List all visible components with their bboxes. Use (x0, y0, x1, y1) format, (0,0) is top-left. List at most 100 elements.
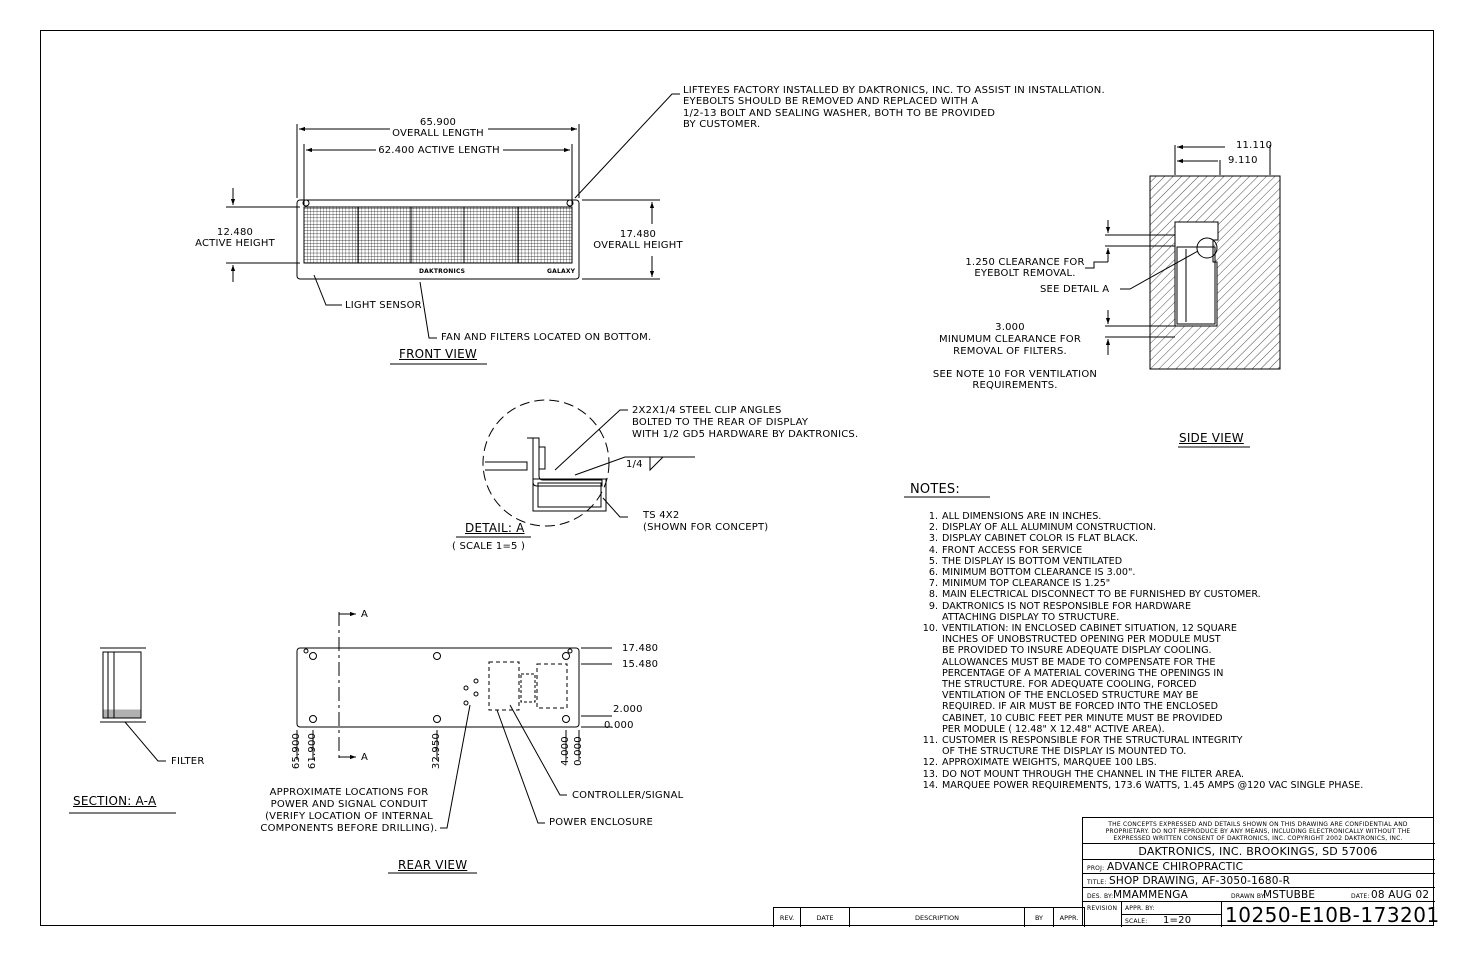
revision-label: REVISION (1087, 905, 1118, 912)
eyebolt-clearance-line-2: EYEBOLT REMOVAL. (974, 268, 1076, 279)
project-row: PROJ: ADVANCE CHIROPRACTIC (1083, 860, 1435, 874)
note-line: DO NOT MOUNT THROUGH THE CHANNEL IN THE … (942, 768, 1245, 780)
designer-label: DES. BY: (1087, 893, 1114, 900)
note-item: 9.DAKTRONICS IS NOT RESPONSIBLE FOR HARD… (928, 601, 1363, 623)
conduit-note-line-3: (VERIFY LOCATION OF INTERNAL (265, 811, 433, 822)
note-item: 1. ALL DIMENSIONS ARE IN INCHES. (928, 511, 1363, 522)
note-line: ALLOWANCES MUST BE MADE TO COMPENSATE FO… (942, 656, 1216, 668)
overall-height-value: 17.480 (619, 229, 657, 240)
note-line: THE STRUCTURE. FOR ADEQUATE COOLING, FOR… (942, 679, 1197, 691)
confidential-notice: THE CONCEPTS EXPRESSED AND DETAILS SHOWN… (1083, 818, 1435, 844)
lifteyes-note-line-4: BY CUSTOMER. (683, 119, 761, 130)
note-line: MINIMUM BOTTOM CLEARANCE IS 3.00". (942, 567, 1136, 579)
clip-note-line-2: BOLTED TO THE REAR OF DISPLAY (632, 417, 809, 428)
note-item: 4. FRONT ACCESS FOR SERVICE (928, 545, 1363, 556)
light-sensor-label: LIGHT SENSOR (345, 300, 422, 311)
notes-list: 1. ALL DIMENSIONS ARE IN INCHES.2.DISPLAY… (923, 511, 1364, 791)
filter-clearance-line-3: REMOVAL OF FILTERS. (953, 346, 1067, 357)
filter-label: FILTER (171, 756, 205, 767)
note-line: PER MODULE ( 12.48" X 12.48" ACTIVE AREA… (942, 723, 1165, 735)
note-line: DISPLAY CABINET COLOR IS FLAT BLACK. (942, 533, 1139, 545)
rev-col-date: DATE (801, 908, 850, 927)
rev-col-rev: REV. (774, 908, 801, 927)
rear-view (296, 611, 612, 874)
clip-note-line-3: WITH 1/2 GD5 HARDWARE BY DAKTRONICS. (632, 429, 859, 440)
rear-dim-bottom-65900: 65.900 (291, 732, 302, 770)
note-line: MAIN ELECTRICAL DISCONNECT TO BE FURNISH… (942, 589, 1261, 601)
active-height-value: 12.480 (216, 227, 254, 238)
lifteyes-note-line-1: LIFTEYES FACTORY INSTALLED BY DAKTRONICS… (683, 85, 1105, 96)
note-line: ALL DIMENSIONS ARE IN INCHES. (942, 511, 1102, 522)
active-height-label: ACTIVE HEIGHT (195, 238, 275, 249)
note-item: 2.DISPLAY OF ALL ALUMINUM CONSTRUCTION. (928, 522, 1363, 533)
overall-length-label: OVERALL LENGTH (392, 128, 484, 139)
note-line: BE PROVIDED TO INSURE ADEQUATE DISPLAY C… (942, 645, 1212, 657)
note-line: VENTILATION: IN ENCLOSED CABINET SITUATI… (942, 623, 1237, 635)
company-row: DAKTRONICS, INC. BROOKINGS, SD 57006 (1083, 844, 1435, 860)
rear-dim-right-2000: 2.000 (613, 704, 643, 715)
note-line: DAKTRONICS IS NOT RESPONSIBLE FOR HARDWA… (942, 600, 1192, 612)
note-line: APPROXIMATE WEIGHTS, MARQUEE 100 LBS. (942, 757, 1157, 769)
eyebolt-clearance-line-1: 1.250 CLEARANCE FOR (965, 257, 1085, 268)
note-number: 13. (922, 768, 938, 780)
note-line: DISPLAY OF ALL ALUMINUM CONSTRUCTION. (942, 522, 1157, 534)
title-block: THE CONCEPTS EXPRESSED AND DETAILS SHOWN… (1082, 817, 1439, 927)
note-number: 3. (928, 533, 938, 545)
note-line: THE DISPLAY IS BOTTOM VENTILATED (942, 555, 1123, 567)
note-line: PERCENTAGE OF A MATERIAL COVERING THE OP… (942, 667, 1224, 679)
number-divider (1221, 902, 1222, 927)
note-line: MARQUEE POWER REQUIREMENTS, 173.6 WATTS,… (942, 779, 1364, 791)
note-line: VENTILATION OF THE ENCLOSED STRUCTURE MA… (942, 690, 1199, 702)
section-marker-top: A (361, 609, 369, 620)
appr-divider (1121, 914, 1221, 915)
note-item: 7.MINIMUM TOP CLEARANCE IS 1.25" (928, 578, 1363, 589)
note-number: 6. (928, 567, 938, 579)
ventilation-ref-line-2: REQUIREMENTS. (972, 380, 1058, 391)
ventilation-ref-line-1: SEE NOTE 10 FOR VENTILATION (932, 369, 1098, 380)
revision-row: REVISION APPR. BY: SCALE: 1=20 10250-E10… (1083, 902, 1439, 927)
rear-dim-right-0000: 0.000 (604, 720, 634, 731)
company-name: DAKTRONICS, INC. BROOKINGS, SD 57006 (1138, 845, 1378, 858)
note-number: 4. (928, 544, 938, 556)
ts-note-line-1: TS 4X2 (643, 510, 680, 521)
rear-dim-right-17480: 17.480 (622, 643, 659, 654)
rear-dim-bottom-0000: 0.000 (573, 736, 584, 766)
rev-col-appr: APPR. (1054, 908, 1085, 927)
drawing-title: SHOP DRAWING, AF-3050-1680-R (1109, 875, 1291, 887)
date-label: DATE: (1351, 893, 1370, 900)
lifteyes-note-line-2: EYEBOLTS SHOULD BE REMOVED AND REPLACED … (683, 96, 979, 107)
designer-name: MMAMMENGA (1113, 889, 1189, 901)
notes-title: NOTES: (910, 482, 960, 497)
note-item: 10. VENTILATION: IN ENCLOSED CABINET SITU… (923, 623, 1363, 735)
note-item: 3. DISPLAY CABINET COLOR IS FLAT BLACK. (928, 533, 1363, 544)
lifteyes-note-line-3: 1/2-13 BOLT AND SEALING WASHER, BOTH TO … (683, 108, 996, 119)
title-row: TITLE: SHOP DRAWING, AF-3050-1680-R (1083, 874, 1435, 888)
note-item: 8.MAIN ELECTRICAL DISCONNECT TO BE FURNI… (928, 589, 1363, 600)
detail-a-title: DETAIL: A (465, 521, 525, 535)
note-line: FRONT ACCESS FOR SERVICE (942, 544, 1083, 556)
designer-row: DES. BY: MMAMMENGA DRAWN BY: MSTUBBE DAT… (1083, 888, 1435, 902)
controller-signal-label: CONTROLLER/SIGNAL (572, 790, 684, 801)
drawn-by-name: MSTUBBE (1263, 889, 1316, 901)
note-item: 11. CUSTOMER IS RESPONSIBLE FOR THE STRUC… (923, 735, 1363, 758)
rear-dim-bottom-32950: 32.950 (431, 732, 442, 770)
note-number: 11. (922, 735, 938, 747)
confidential-line-1: THE CONCEPTS EXPRESSED AND DETAILS SHOWN… (1108, 821, 1408, 828)
confidential-line-3: EXPRESSED WRITTEN CONSENT OF DAKTRONICS,… (1113, 835, 1403, 842)
side-view-title: SIDE VIEW (1179, 431, 1244, 445)
note-item: 13. DO NOT MOUNT THROUGH THE CHANNEL IN T… (923, 768, 1363, 780)
note-line: MINIMUM TOP CLEARANCE IS 1.25" (942, 578, 1111, 590)
front-view (226, 93, 680, 365)
note-line: CUSTOMER IS RESPONSIBLE FOR THE STRUCTUR… (942, 735, 1243, 747)
weld-size-label: 1/4 (626, 459, 643, 470)
approved-by-label: APPR. BY: (1125, 905, 1155, 912)
note-number: 14. (922, 779, 938, 791)
filter-clearance-value: 3.000 (995, 322, 1025, 333)
note-number: 10. (922, 623, 938, 635)
note-line: OF THE STRUCTURE THE DISPLAY IS MOUNTED … (942, 746, 1187, 758)
note-number: 1. (928, 511, 938, 522)
note-line: REQUIRED. IF AIR MUST BE FORCED INTO THE… (942, 701, 1218, 713)
scale-label: SCALE: (1125, 918, 1148, 925)
section-marker-bottom: A (361, 752, 369, 763)
